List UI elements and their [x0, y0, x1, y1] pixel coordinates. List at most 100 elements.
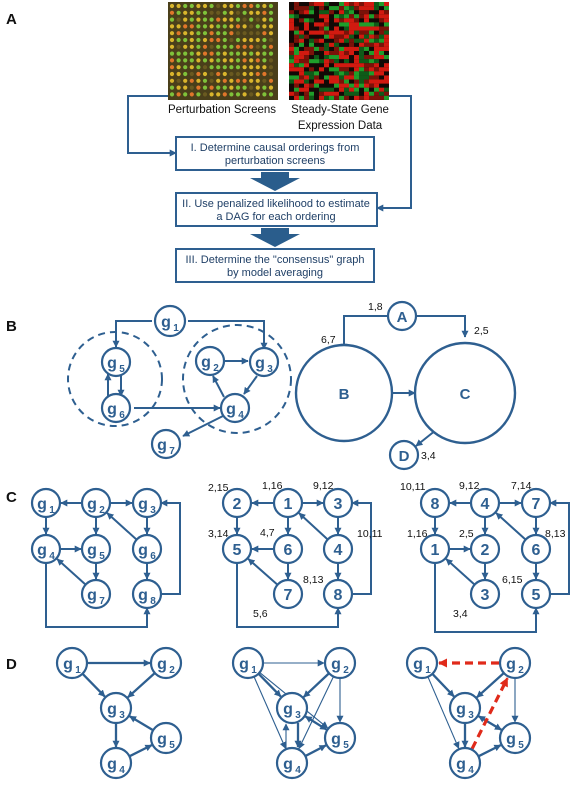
heatmap-cell [374, 63, 379, 68]
heatmap-cell [289, 91, 294, 96]
microarray-spot [222, 3, 227, 9]
heatmap-cell [369, 42, 374, 47]
heatmap-cell [364, 95, 369, 100]
heatmap-cell [319, 10, 324, 15]
microarray-spot [242, 24, 247, 29]
gene-node-g5: g 5 [100, 346, 132, 378]
c3-node-n1: 1 [419, 533, 451, 565]
step-2-text-line2: a DAG for each ordering [216, 211, 335, 223]
heatmap-cell [384, 75, 389, 80]
heatmap-cell [304, 95, 309, 100]
microarray-spot [255, 85, 260, 90]
heatmap-cell [344, 63, 349, 68]
microarray-spot [196, 31, 201, 36]
c1-node-g4-letter: g [37, 542, 47, 559]
c2-node-n4: 4 [322, 533, 354, 565]
heatmap-cell [359, 95, 364, 100]
heatmap-cell [384, 30, 389, 35]
microarray-spot [176, 85, 181, 90]
microarray-spot [216, 10, 221, 15]
steady-state-caption-line2: Expression Data [298, 120, 383, 132]
microarray-spot [235, 10, 241, 15]
scc-node-C: C [413, 341, 517, 445]
c1-node-g6-sub: 6 [150, 551, 156, 562]
heatmap-cell [369, 14, 374, 19]
heatmap-cell [364, 79, 369, 84]
d2-edge-g1-g4 [253, 676, 287, 749]
microarray-spot [235, 85, 241, 90]
heatmap-cell [354, 22, 359, 27]
gene-node-g3: g 3 [248, 346, 280, 378]
heatmap-cell [354, 30, 359, 35]
heatmap-cell [369, 38, 374, 43]
c1-node-g5-letter: g [87, 542, 97, 559]
microarray-spot [249, 85, 254, 90]
heatmap-cell [364, 55, 369, 60]
heatmap-cell [324, 26, 329, 31]
c3-label-6: 8,13 [545, 528, 566, 540]
heatmap-cell [384, 91, 389, 96]
heatmap-cell [359, 2, 364, 7]
microarray-spot [216, 31, 221, 36]
microarray-spot [202, 10, 208, 15]
heatmap-cell [319, 87, 324, 92]
microarray-spot [242, 17, 247, 22]
microarray-spot [235, 17, 241, 22]
gene-node-g5-sub: 5 [119, 364, 125, 375]
d3-node-g1-sub: 1 [425, 665, 431, 676]
heatmap-cell [339, 75, 344, 80]
heatmap-cell [324, 95, 329, 100]
heatmap-cell [349, 14, 354, 19]
c2-label-5: 3,14 [208, 528, 229, 540]
heatmap-cell [374, 59, 379, 64]
microarray-spot [222, 31, 227, 36]
microarray-spot [202, 71, 208, 77]
heatmap-cell [369, 95, 374, 100]
gene-node-g3-sub: 3 [267, 364, 273, 375]
gene-node-g4: g 4 [219, 392, 251, 424]
d2-edge-g3-g5 [304, 715, 328, 730]
steady-state-caption-line1: Steady-State Gene [291, 104, 389, 116]
heatmap-cell [334, 38, 339, 43]
step-2-box [175, 192, 378, 227]
d1-node-g3-letter: g [107, 701, 117, 718]
gene-node-g6-letter: g [107, 401, 117, 418]
heatmap-cell [304, 79, 309, 84]
d1-edge-g2-g3 [127, 672, 156, 699]
microarray-spot [209, 17, 214, 22]
microarray-spot [229, 3, 234, 9]
microarray-spot [209, 3, 214, 9]
microarray-spot [176, 10, 181, 15]
c2-label-4: 10,11 [357, 528, 383, 540]
heatmap-cell [294, 50, 299, 56]
microarray-spot [196, 78, 201, 83]
heatmap-cell [324, 91, 329, 96]
microarray-spot [229, 24, 234, 29]
heatmap-cell [369, 22, 374, 27]
step-3-text-line1: III. Determine the "consensus" graph [185, 254, 364, 266]
c2-node-n7: 7 [272, 578, 304, 610]
microarray-spot [183, 71, 188, 77]
microarray-spot [196, 17, 201, 22]
microarray-spot [229, 65, 234, 70]
microarray-spot [169, 92, 175, 97]
scc-node-B: B [294, 343, 394, 443]
heatmap-cell [294, 55, 299, 60]
microarray-spot [169, 3, 175, 9]
heatmap-cell [354, 6, 359, 11]
microarray-spot [189, 71, 194, 77]
heatmap-cell [344, 95, 349, 100]
label-b: 6,7 [321, 334, 336, 346]
heatmap-cell [329, 79, 334, 84]
heatmap-cell [329, 55, 334, 60]
c3-node-n6-label: 6 [532, 542, 541, 559]
heatmap-cell [319, 91, 324, 96]
step-1-text-line1: I. Determine causal orderings from [191, 142, 360, 154]
heatmap-cell [304, 26, 309, 31]
microarray-spot [183, 51, 188, 56]
